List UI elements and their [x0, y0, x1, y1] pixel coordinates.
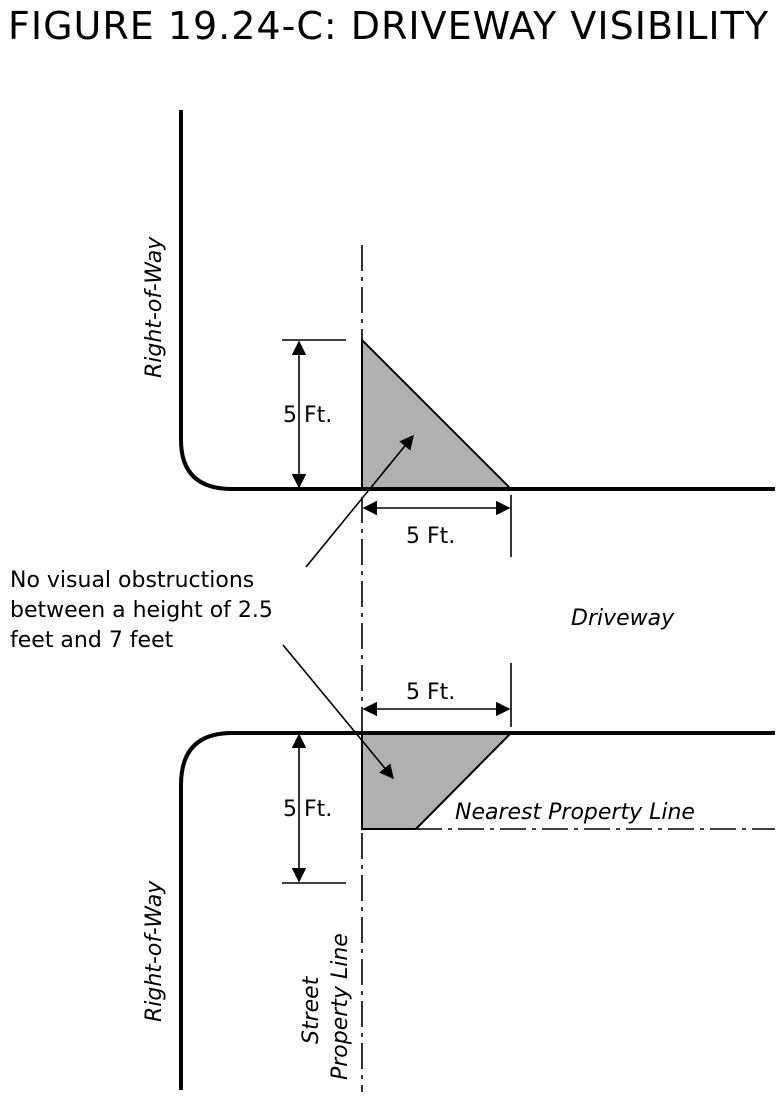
- top-visibility-triangle: [361, 337, 514, 490]
- nearest-property-line-label: Nearest Property Line: [455, 800, 695, 825]
- note-line-1: No visual obstructions: [10, 568, 254, 593]
- figure-title: FIGURE 19.24-C: DRIVEWAY VISIBILITY: [8, 4, 770, 48]
- note-line-2: between a height of 2.5: [10, 598, 273, 623]
- leader-arrow-top: [305, 434, 414, 568]
- right-of-way-bottom-label: Right-of-Way: [142, 880, 167, 1022]
- dim-bottom-vertical-label: 5 Ft.: [283, 797, 332, 822]
- bottom-curb-line: [179, 731, 775, 1090]
- top-curb-line: [179, 110, 775, 491]
- driveway-label: Driveway: [571, 606, 675, 631]
- leader-arrow-bottom: [282, 644, 394, 780]
- note-line-3: feet and 7 feet: [10, 628, 174, 653]
- property-line-label: Property Line: [328, 933, 353, 1080]
- dim-bottom-horizontal-label: 5 Ft.: [406, 680, 455, 705]
- dim-top-horizontal-label: 5 Ft.: [406, 524, 455, 549]
- right-of-way-top-label: Right-of-Way: [142, 236, 167, 378]
- street-label: Street: [299, 975, 324, 1044]
- dim-top-vertical-label: 5 Ft.: [283, 403, 332, 428]
